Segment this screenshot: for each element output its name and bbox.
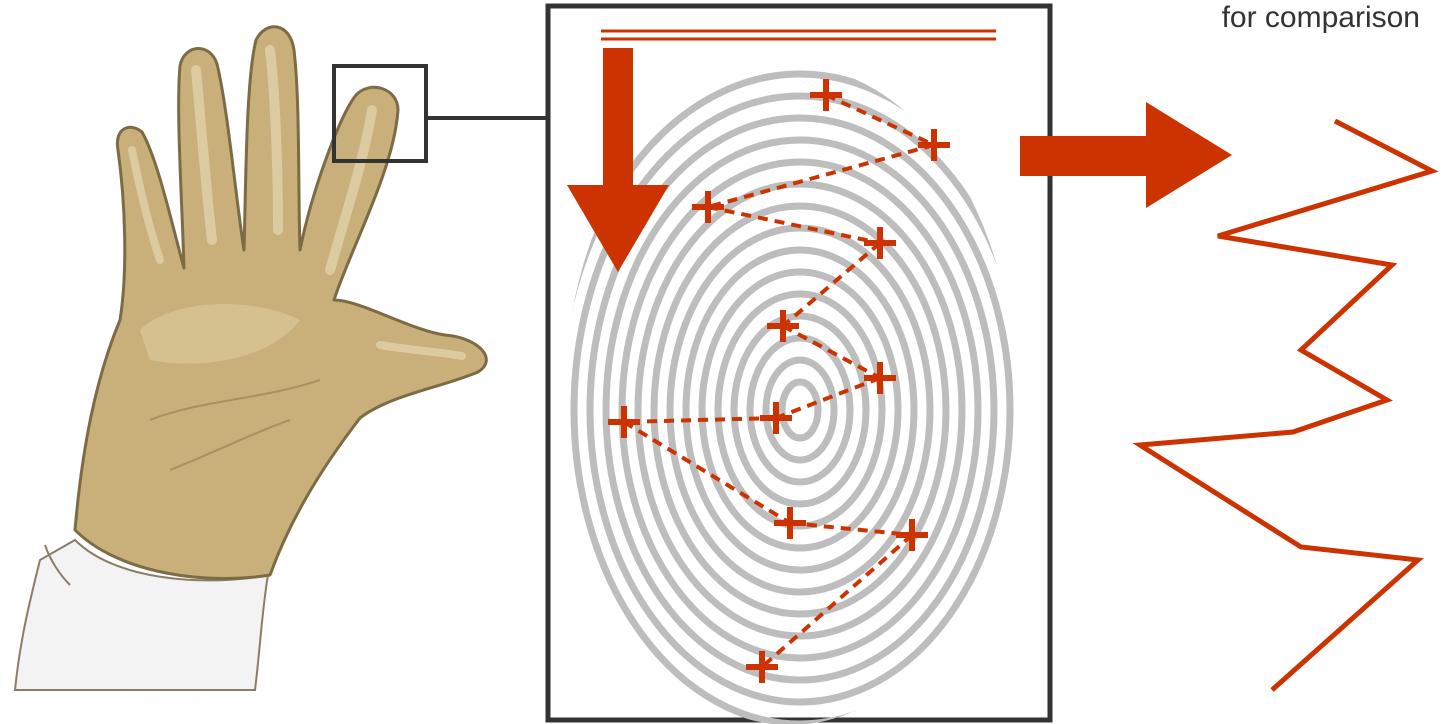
zigzag-pattern-line bbox=[1140, 121, 1432, 690]
hand-illustration bbox=[15, 27, 486, 710]
